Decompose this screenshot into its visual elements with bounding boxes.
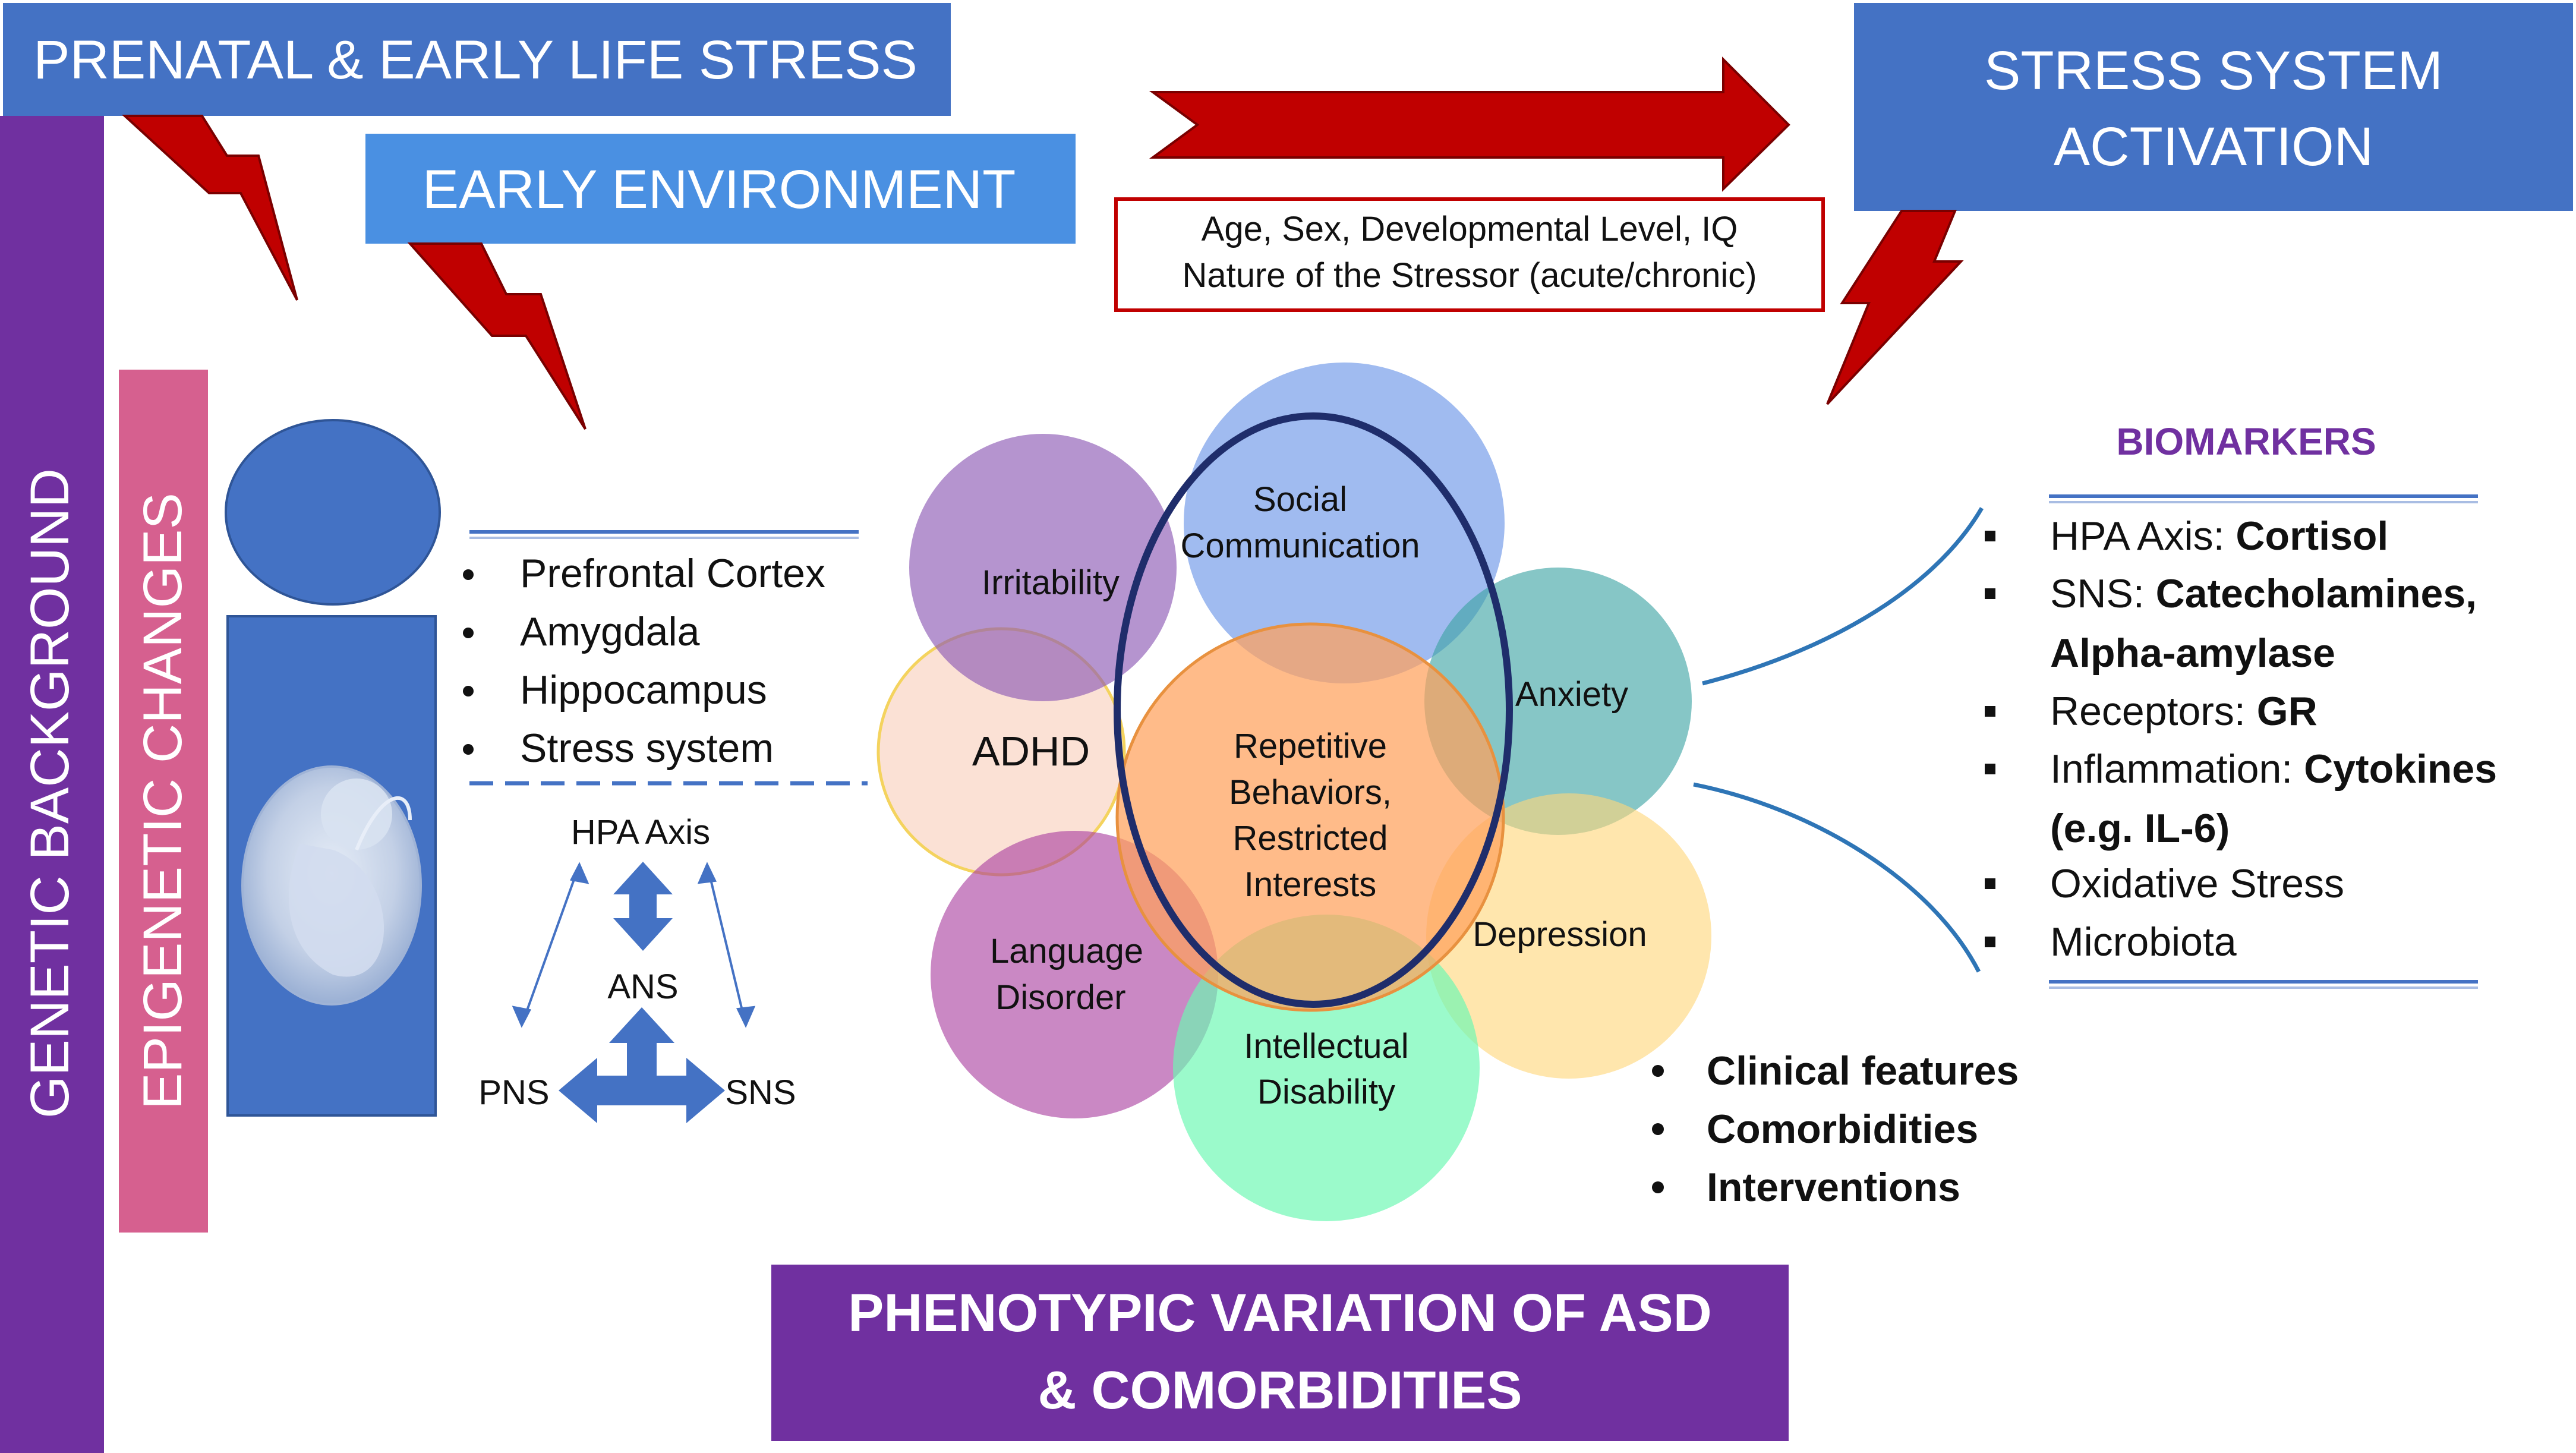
social-communication-label-2: Communication: [1181, 527, 1420, 565]
list-item: Stress system: [520, 726, 774, 771]
list-item: Amygdala: [520, 609, 700, 654]
modifiers-line1: Age, Sex, Developmental Level, IQ: [1202, 210, 1738, 248]
phenotypic-variation-banner: [771, 1265, 1789, 1441]
intellectual-disability-label-1: Intellectual: [1244, 1027, 1408, 1066]
fetus-icon: [241, 765, 422, 1006]
lightning-bolt-3: [1826, 210, 1964, 405]
list-item-continued: Alpha-amylase: [2050, 631, 2335, 676]
prenatal-stress-label: PRENATAL & EARLY LIFE STRESS: [33, 30, 917, 90]
list-item: Receptors: GR: [2050, 689, 2318, 734]
circle-social-communication: [1184, 363, 1505, 683]
ans-branch-arrow: [559, 1007, 725, 1123]
repetitive-label-1: Repetitive: [1234, 727, 1387, 765]
epigenetic-changes-bar: [119, 370, 208, 1233]
early-environment-label: EARLY ENVIRONMENT: [422, 159, 1016, 220]
lightning-bolt-1: [121, 115, 298, 301]
circle-irritability: [909, 434, 1177, 701]
list-item: SNS: Catecholamines,: [2050, 571, 2477, 616]
hpa-axis-label: HPA Axis: [571, 813, 710, 852]
person-head: [225, 419, 441, 606]
biomarkers-title: BIOMARKERS: [2116, 420, 2376, 463]
phenotypic-variation-label-2: & COMORBIDITIES: [1038, 1361, 1522, 1420]
stress-system-activation-banner: [1854, 3, 2573, 211]
list-item: Inflammation: Cytokines: [2050, 746, 2497, 792]
prenatal-stress-banner: [3, 3, 951, 116]
modifiers-line2: Nature of the Stressor (acute/chronic): [1182, 256, 1757, 295]
thin-axis-arrows: [512, 862, 756, 1028]
list-item: Interventions: [1707, 1165, 1960, 1210]
hpa-ans-double-arrow: [613, 862, 673, 951]
outcomes-list: Clinical features Comorbidities Interven…: [1652, 1048, 2019, 1210]
sns-label: SNS: [725, 1073, 796, 1112]
list-item: Prefrontal Cortex: [520, 551, 825, 596]
list-item: Microbiota: [2050, 919, 2237, 965]
lightning-bolt-2: [407, 242, 587, 430]
big-red-arrow: [1149, 56, 1790, 192]
circle-repetitive-behaviors: [1115, 622, 1505, 1012]
asd-core-ellipse: [1114, 412, 1513, 1008]
list-item: HPA Axis: Cortisol: [2050, 513, 2388, 559]
language-disorder-label-1: Language: [990, 932, 1143, 970]
list-item: Hippocampus: [520, 667, 767, 713]
list-item: Clinical features: [1707, 1048, 2019, 1093]
irritability-label: Irritability: [982, 563, 1120, 602]
ans-label: ANS: [607, 967, 678, 1006]
connector-curve-top: [1702, 507, 1984, 686]
early-environment-banner: [365, 134, 1076, 244]
phenotypic-variation-label-1: PHENOTYPIC VARIATION OF ASD: [848, 1284, 1711, 1343]
biomarkers-list: HPA Axis: Cortisol SNS: Catecholamines, …: [1985, 513, 2497, 965]
connector-curve-bottom: [1693, 782, 1981, 973]
social-communication-label-1: Social: [1253, 480, 1347, 519]
pns-label: PNS: [478, 1073, 549, 1112]
brain-regions-list: Prefrontal Cortex Amygdala Hippocampus S…: [463, 551, 825, 771]
repetitive-label-4: Interests: [1244, 865, 1376, 904]
repetitive-label-2: Behaviors,: [1229, 773, 1392, 812]
stress-system-label-line1: STRESS SYSTEM: [1984, 40, 2443, 101]
intellectual-disability-label-2: Disability: [1257, 1073, 1395, 1111]
adhd-label: ADHD: [972, 728, 1090, 774]
list-item: Comorbidities: [1707, 1107, 1978, 1152]
genetic-background-bar: [0, 116, 104, 1453]
modifiers-box: [1114, 197, 1825, 312]
list-item: Oxidative Stress: [2050, 861, 2344, 906]
phenotype-venn: Social Communication Irritability Anxiet…: [876, 363, 1711, 1221]
stress-system-label-line2: ACTIVATION: [2054, 116, 2373, 177]
depression-label: Depression: [1473, 915, 1647, 954]
epigenetic-changes-label: EPIGENETIC CHANGES: [133, 493, 193, 1110]
repetitive-label-3: Restricted: [1232, 819, 1388, 858]
anxiety-label: Anxiety: [1515, 675, 1628, 714]
language-disorder-label-2: Disorder: [995, 978, 1125, 1017]
list-item-continued: (e.g. IL-6): [2050, 806, 2230, 851]
genetic-background-label: GENETIC BACKGROUND: [20, 468, 80, 1118]
